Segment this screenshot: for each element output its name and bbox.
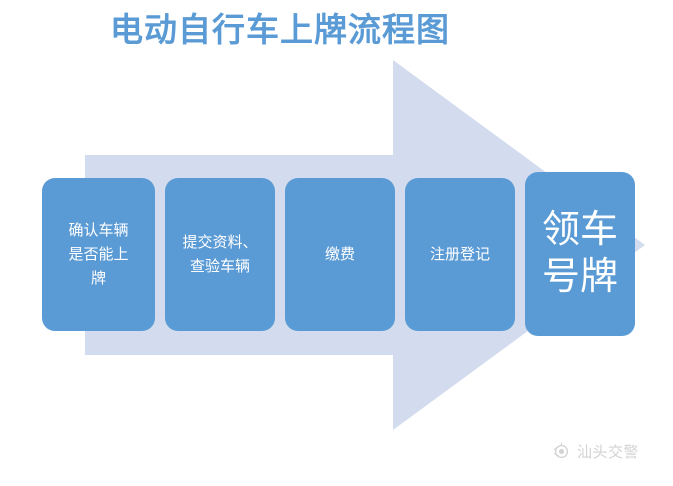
process-step-2[interactable]: 提交资料、 查验车辆 <box>165 178 275 331</box>
process-step-5[interactable]: 领车 号牌 <box>525 172 635 336</box>
process-step-1[interactable]: 确认车辆 是否能上 牌 <box>42 178 155 331</box>
process-step-4-label: 注册登记 <box>429 245 490 263</box>
process-step-3[interactable]: 缴费 <box>285 178 395 331</box>
process-step-2-label: 提交资料、 查验车辆 <box>182 233 258 275</box>
watermark: 汕头交警 <box>552 441 639 462</box>
process-step-5-label: 领车 号牌 <box>541 209 618 298</box>
process-step-3-label: 缴费 <box>324 245 355 263</box>
watermark-label: 汕头交警 <box>577 444 640 461</box>
process-step-4[interactable]: 注册登记 <box>405 178 515 331</box>
page-title: 电动自行车上牌流程图 <box>110 11 450 48</box>
process-step-1-label: 确认车辆 是否能上 牌 <box>68 221 129 287</box>
traffic-police-logo-icon <box>554 442 569 459</box>
